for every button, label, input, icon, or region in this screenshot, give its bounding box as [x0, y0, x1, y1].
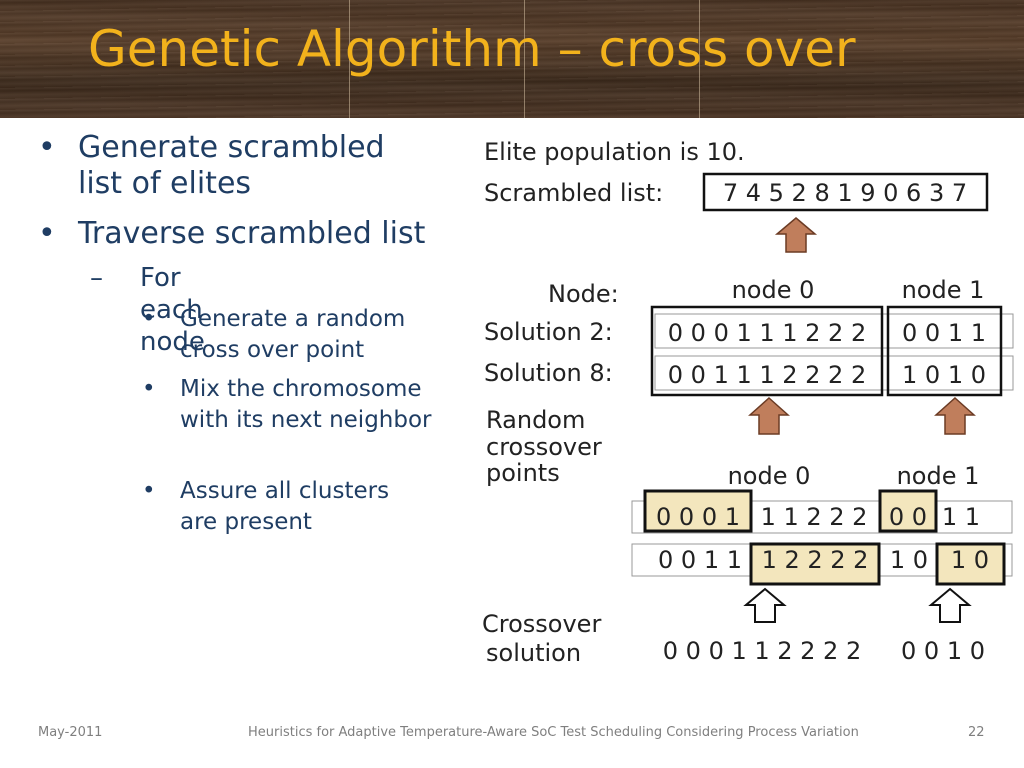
node0-header: node 0 [728, 462, 811, 490]
elite-population-text: Elite population is 10. [484, 138, 745, 166]
wood-plank-divider [524, 0, 525, 118]
node1-group-box [886, 305, 1003, 397]
footer-date: May-2011 [38, 725, 103, 740]
arrow-up-icon [748, 396, 790, 435]
bullet-marker: • [38, 216, 56, 251]
node-label: Node: [548, 280, 619, 308]
wood-plank-divider [349, 0, 350, 118]
arrow-up-icon [743, 587, 787, 623]
gene-highlight [935, 542, 1006, 586]
arrow-up-icon [928, 587, 972, 623]
solution2-row-box [654, 313, 1014, 349]
solution2-node0-genes: 0 0 0 1 1 1 2 2 2 [668, 319, 866, 347]
slide-title: Genetic Algorithm – cross over [88, 20, 856, 78]
scrambled-list-box [702, 172, 989, 212]
solution8-node0-genes: 0 0 1 1 1 2 2 2 2 [668, 361, 866, 389]
crossover-solution-label: solution [486, 639, 581, 667]
gene-segment: 1 1 2 2 2 [761, 503, 868, 531]
sub-sub-bullet-item: Mix the chromosome with its next neighbo… [180, 376, 432, 433]
gene-segment: 1 1 [942, 503, 980, 531]
node1-header: node 1 [902, 276, 985, 304]
solution8-label: Solution 8: [484, 359, 613, 387]
gene-segment: 0 0 [889, 503, 927, 531]
crossover-solution-label: Crossover [482, 610, 601, 638]
gene-segment: 1 2 2 2 2 [762, 546, 869, 574]
gene-highlight [643, 489, 753, 533]
arrow-up-icon [934, 396, 976, 435]
result-node1-genes: 0 0 1 0 [901, 637, 985, 665]
result-node0-genes: 0 0 0 1 1 2 2 2 2 [663, 637, 861, 665]
gene-highlight [749, 542, 881, 586]
random-crossover-label: Random [486, 406, 585, 434]
random-crossover-label: crossover [486, 433, 602, 461]
solution8-node1-genes: 1 0 1 0 [902, 361, 986, 389]
sub-sub-bullet-item: Generate a random cross over point [180, 306, 406, 363]
gene-segment: 0 0 0 1 [656, 503, 740, 531]
bullet-marker: • [142, 478, 156, 504]
solution8-row-box [654, 355, 1014, 391]
wood-plank-divider [699, 0, 700, 118]
solution2-label: Solution 2: [484, 318, 613, 346]
bullet-marker: • [38, 130, 56, 165]
gene-segment: 1 0 [890, 546, 928, 574]
footer-title: Heuristics for Adaptive Temperature-Awar… [248, 725, 859, 740]
bullet-item: Traverse scrambled list [78, 216, 426, 251]
scrambled-list-values: 7 4 5 2 8 1 9 0 6 3 7 [723, 179, 967, 207]
gene-segment: 1 0 [951, 546, 989, 574]
node0-group-box [650, 305, 884, 397]
random-crossover-label: points [486, 459, 560, 487]
page-number: 22 [968, 725, 985, 740]
scrambled-list-label: Scrambled list: [484, 179, 663, 207]
dash-marker: – [90, 263, 103, 293]
solution2-node1-genes: 0 0 1 1 [902, 319, 986, 347]
crossover-diagram: Elite population is 10. Scrambled list: … [482, 138, 1014, 667]
crossover-row-box [631, 500, 1013, 534]
bullet-marker: • [142, 306, 156, 332]
sub-sub-bullet-item: Assure all clusters are present [180, 478, 390, 535]
node1-header: node 1 [897, 462, 980, 490]
title-bar: Genetic Algorithm – cross over [0, 0, 1024, 118]
bullet-marker: • [142, 376, 156, 402]
node0-header: node 0 [732, 276, 815, 304]
arrow-up-icon [774, 217, 818, 253]
bullet-item: Generate scrambled list of elites [78, 130, 385, 201]
gene-segment: 0 0 1 1 [658, 546, 742, 574]
gene-highlight [878, 489, 938, 533]
sub-bullet-item: For each node [140, 263, 205, 357]
